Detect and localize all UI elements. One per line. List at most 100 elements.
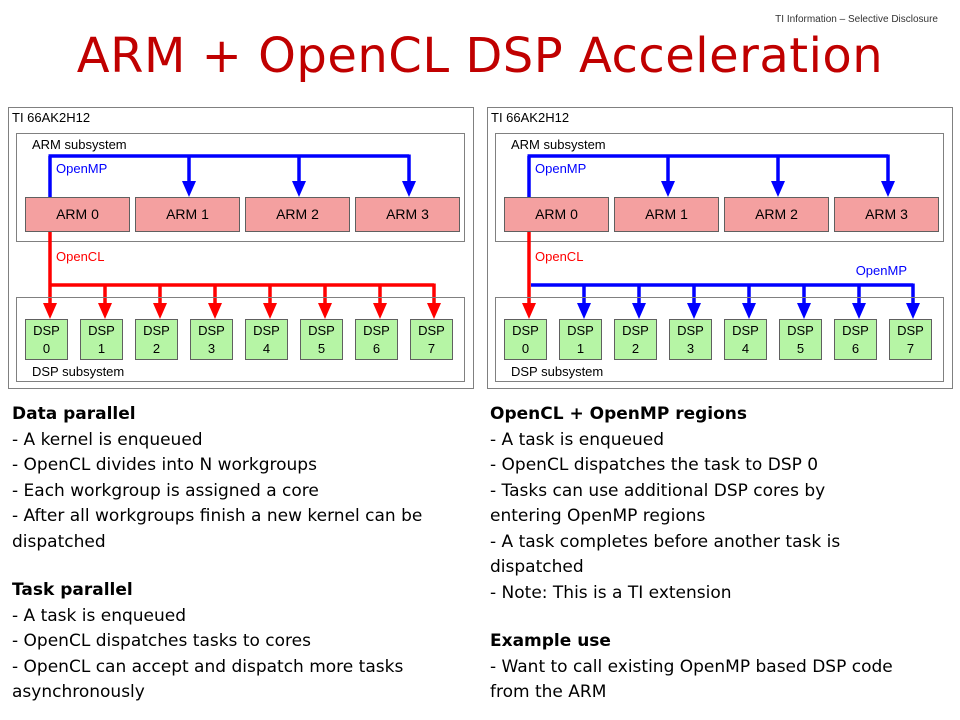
opencl-label: OpenCL	[535, 249, 583, 264]
svg-text:3: 3	[687, 341, 694, 356]
openmp-dsp-connector	[531, 283, 920, 319]
openmp-connector	[527, 154, 895, 199]
bullet-line: - Note: This is a TI extension	[490, 582, 732, 603]
svg-text:1: 1	[98, 341, 105, 356]
svg-text:0: 0	[43, 341, 50, 356]
svg-text:7: 7	[428, 341, 435, 356]
svg-text:ARM 2: ARM 2	[276, 206, 319, 222]
svg-text:ARM 0: ARM 0	[535, 206, 578, 222]
dsp-core-7: DSP 7	[410, 319, 453, 360]
section-opencl-openmp: OpenCL + OpenMP regions - A task is enqu…	[490, 402, 952, 606]
dsp-core-6: DSP 6	[355, 319, 398, 360]
openmp-connector	[48, 154, 416, 199]
diagram-data-parallel: TI 66AK2H12 ARM subsystem OpenMP ARM 0 A…	[8, 107, 474, 389]
slide-title: ARM + OpenCL DSP Acceleration	[76, 28, 884, 84]
arm-core-2: ARM 2	[724, 197, 829, 232]
svg-text:DSP: DSP	[842, 323, 869, 338]
dsp-core-3: DSP 3	[669, 319, 712, 360]
svg-text:DSP: DSP	[198, 323, 225, 338]
arm-core-3: ARM 3	[355, 197, 460, 232]
bullet-line: - OpenCL can accept and dispatch more ta…	[12, 656, 404, 677]
dsp-core-4: DSP 4	[724, 319, 767, 360]
svg-text:ARM 3: ARM 3	[386, 206, 429, 222]
arm-core-2: ARM 2	[245, 197, 350, 232]
chip-label: TI 66AK2H12	[12, 110, 90, 125]
svg-text:DSP: DSP	[418, 323, 445, 338]
svg-text:DSP: DSP	[787, 323, 814, 338]
openmp-label: OpenMP	[56, 161, 107, 176]
opencl-connector	[522, 232, 536, 319]
section-task-parallel: Task parallel - A task is enqueued - Ope…	[12, 578, 474, 706]
bullet-line: - A task completes before another task i…	[490, 531, 841, 552]
bullet-line: from the ARM	[490, 682, 607, 702]
opencl-label: OpenCL	[56, 249, 104, 264]
bullet-line: - Want to call existing OpenMP based DSP…	[490, 656, 893, 677]
bullet-line: - OpenCL dispatches the task to DSP 0	[490, 455, 819, 475]
dsp-core-6: DSP 6	[834, 319, 877, 360]
chip-label: TI 66AK2H12	[491, 110, 569, 125]
bullet-line: - A task is enqueued	[490, 429, 665, 450]
opencl-connector	[43, 232, 441, 319]
svg-text:DSP: DSP	[732, 323, 759, 338]
bullet-line: dispatched	[12, 531, 106, 552]
svg-text:DSP: DSP	[677, 323, 704, 338]
svg-text:ARM 1: ARM 1	[166, 206, 209, 222]
bullet-line: entering OpenMP regions	[490, 506, 706, 526]
arm-core-1: ARM 1	[135, 197, 240, 232]
diagram-openmp-regions: TI 66AK2H12 ARM subsystem OpenMP ARM 0 A…	[487, 107, 953, 389]
section-heading: Task parallel	[12, 580, 133, 600]
svg-text:0: 0	[522, 341, 529, 356]
bullet-line: - Each workgroup is assigned a core	[12, 480, 319, 501]
dsp-subsystem-label: DSP subsystem	[511, 364, 603, 379]
svg-text:1: 1	[577, 341, 584, 356]
bullet-line: - Tasks can use additional DSP cores by	[490, 480, 826, 501]
svg-text:2: 2	[153, 341, 160, 356]
svg-text:6: 6	[852, 341, 859, 356]
dsp-core-7: DSP 7	[889, 319, 932, 360]
svg-text:2: 2	[632, 341, 639, 356]
svg-text:DSP: DSP	[88, 323, 115, 338]
left-description: Data parallel - A kernel is enqueued - O…	[12, 402, 474, 706]
bullet-line: - After all workgroups finish a new kern…	[12, 506, 423, 526]
dsp-subsystem-label: DSP subsystem	[32, 364, 124, 379]
svg-text:7: 7	[907, 341, 914, 356]
openmp-dsp-label: OpenMP	[856, 263, 907, 278]
arm-core-1: ARM 1	[614, 197, 719, 232]
dsp-subsystem-frame	[16, 297, 465, 382]
svg-text:5: 5	[318, 341, 325, 356]
svg-text:4: 4	[263, 341, 270, 356]
svg-text:ARM 3: ARM 3	[865, 206, 908, 222]
bullet-line: - OpenCL divides into N workgroups	[12, 455, 317, 475]
bullet-line: - A kernel is enqueued	[12, 429, 203, 450]
section-data-parallel: Data parallel - A kernel is enqueued - O…	[12, 402, 474, 555]
section-example-use: Example use - Want to call existing Open…	[490, 629, 952, 706]
arm-subsystem-label: ARM subsystem	[511, 137, 606, 152]
svg-text:3: 3	[208, 341, 215, 356]
arm-core-3: ARM 3	[834, 197, 939, 232]
bullet-line: asynchronously	[12, 682, 145, 702]
dsp-subsystem-frame	[495, 297, 944, 382]
dsp-core-3: DSP 3	[190, 319, 233, 360]
right-description: OpenCL + OpenMP regions - A task is enqu…	[490, 402, 952, 706]
openmp-label: OpenMP	[535, 161, 586, 176]
svg-text:ARM 0: ARM 0	[56, 206, 99, 222]
section-heading: Example use	[490, 631, 611, 651]
arm-core-0: ARM 0	[504, 197, 609, 232]
bullet-line: dispatched	[490, 557, 584, 577]
section-heading: Data parallel	[12, 404, 136, 424]
svg-text:DSP: DSP	[897, 323, 924, 338]
svg-text:6: 6	[373, 341, 380, 356]
svg-text:4: 4	[742, 341, 749, 356]
svg-text:ARM 2: ARM 2	[755, 206, 798, 222]
svg-text:ARM 1: ARM 1	[645, 206, 688, 222]
bullet-line: - OpenCL dispatches tasks to cores	[12, 631, 311, 651]
svg-text:DSP: DSP	[622, 323, 649, 338]
svg-text:DSP: DSP	[363, 323, 390, 338]
section-heading: OpenCL + OpenMP regions	[490, 404, 748, 424]
